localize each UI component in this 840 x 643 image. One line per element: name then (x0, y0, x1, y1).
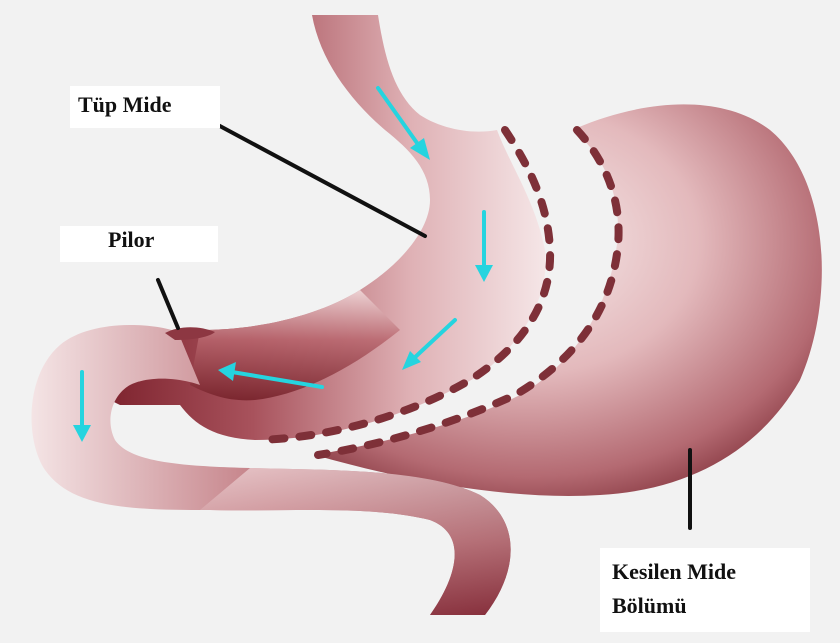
leader-tube-stomach (218, 125, 425, 236)
leader-pylorus (158, 280, 178, 328)
pylorus-label: Pilor (108, 226, 154, 254)
removed-portion-label-line2: Bölümü (612, 592, 687, 620)
tube-stomach-label: Tüp Mide (78, 91, 172, 119)
duodenum-tail (200, 468, 511, 615)
removed-portion-label-line1: Kesilen Mide (612, 558, 736, 586)
